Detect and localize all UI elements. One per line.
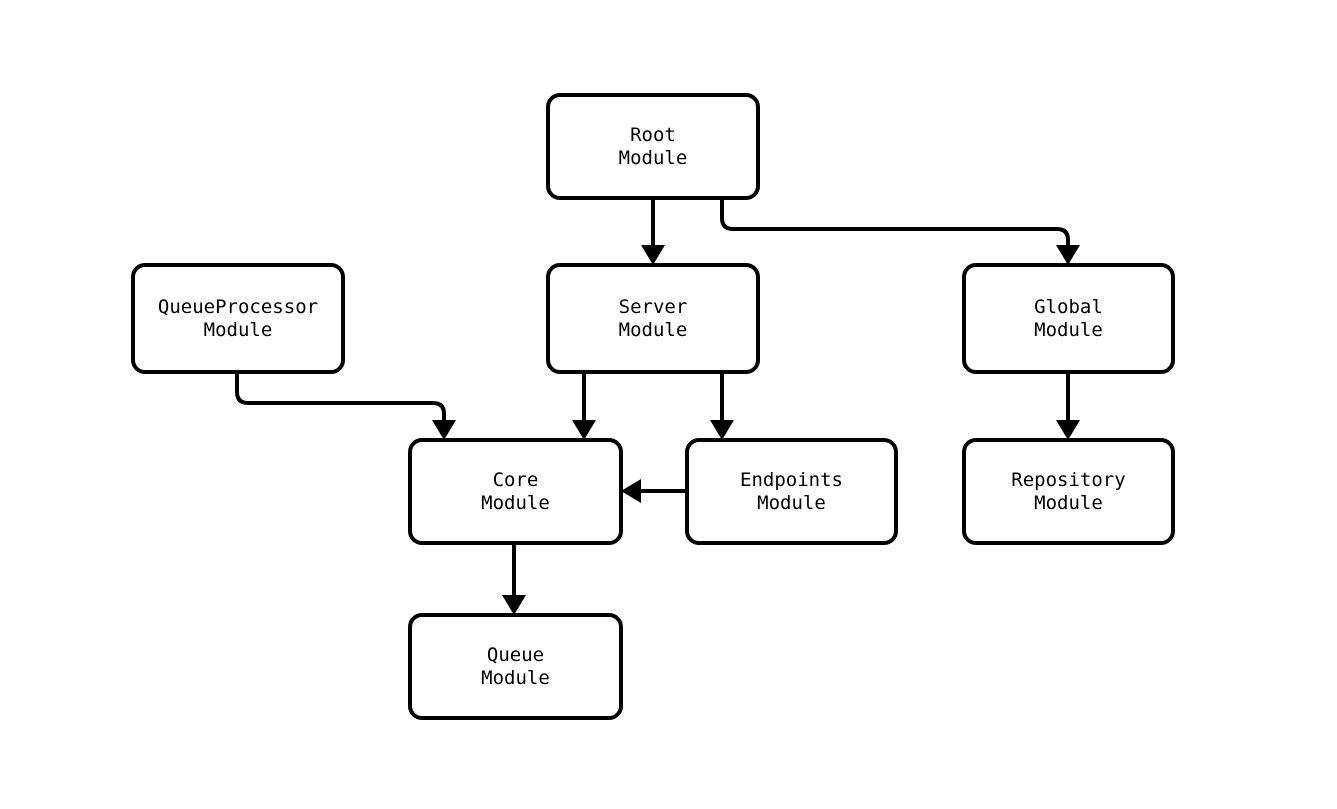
- arrowhead-icon: [502, 595, 526, 615]
- node-box[interactable]: [685, 438, 898, 545]
- edge-endpoints-to-core: [621, 479, 687, 503]
- edge-queueprocessor-to-core: [235, 372, 456, 440]
- node-label-line2: Module: [1034, 319, 1103, 341]
- node-label-line2: Module: [481, 667, 550, 689]
- node-box[interactable]: [546, 93, 760, 200]
- edges-layer: [235, 198, 1080, 615]
- node-box[interactable]: [962, 263, 1175, 374]
- node-label-line2: Module: [619, 319, 688, 341]
- node-label-line1: Server: [619, 296, 688, 318]
- node-label-line2: Module: [1034, 492, 1103, 514]
- node-label-line1: Repository: [1011, 469, 1125, 491]
- arrowhead-icon: [572, 420, 596, 440]
- edge-line: [235, 372, 446, 427]
- edge-global-to-repository: [1056, 372, 1080, 440]
- arrowhead-icon: [1056, 245, 1080, 265]
- node-label-line1: Root: [630, 124, 676, 146]
- node-label-line2: Module: [204, 319, 273, 341]
- edge-core-to-queue: [502, 543, 526, 615]
- edge-root-to-global: [720, 198, 1080, 265]
- node-box[interactable]: [962, 438, 1175, 545]
- arrowhead-icon: [641, 245, 665, 265]
- node-box[interactable]: [408, 613, 623, 720]
- edge-server-to-endpoints: [710, 372, 734, 440]
- node-label-line1: Endpoints: [740, 469, 843, 491]
- node-label-line1: Queue: [487, 644, 544, 666]
- node-box[interactable]: [408, 438, 623, 545]
- arrowhead-icon: [1056, 420, 1080, 440]
- node-label-line2: Module: [619, 147, 688, 169]
- edge-line: [720, 198, 1070, 252]
- nodes-layer: RootModuleQueueProcessorModuleServerModu…: [131, 93, 1175, 720]
- node-label-line2: Module: [757, 492, 826, 514]
- edge-root-to-server: [641, 198, 665, 265]
- node-box[interactable]: [546, 263, 760, 374]
- arrowhead-icon: [432, 420, 456, 440]
- arrowhead-icon: [710, 420, 734, 440]
- node-label-line1: Global: [1034, 296, 1103, 318]
- node-box[interactable]: [131, 263, 345, 374]
- node-label-line1: QueueProcessor: [158, 296, 318, 318]
- arrowhead-icon: [621, 479, 641, 503]
- node-label-line2: Module: [481, 492, 550, 514]
- edge-server-to-core: [572, 372, 596, 440]
- node-label-line1: Core: [493, 469, 539, 491]
